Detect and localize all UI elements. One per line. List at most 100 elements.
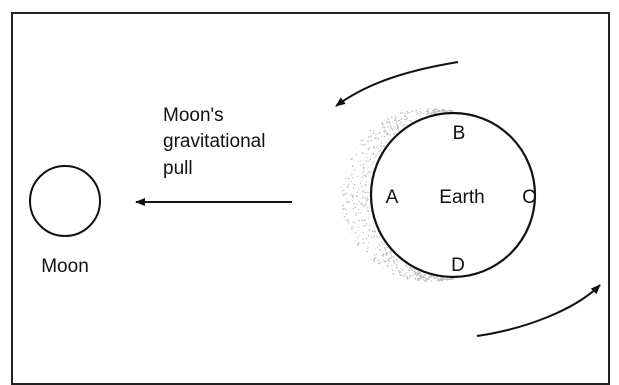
bulge-stipple-dot [391,117,393,119]
bulge-stipple-dot [374,137,376,140]
bulge-stipple-dot [340,191,342,193]
bulge-stipple-dot [401,125,403,126]
bulge-stipple-dot [450,110,453,112]
bulge-stipple-dot [404,113,406,115]
bulge-stipple-dot [380,241,383,243]
bulge-stipple-dot [406,266,408,268]
bulge-stipple-dot [393,119,396,121]
bulge-stipple-dot [380,142,383,144]
bulge-stipple-dot [374,148,376,149]
bulge-stipple-dot [447,278,450,281]
bulge-stipple-dot [445,278,448,280]
bulge-stipple-dot [402,125,405,127]
bulge-stipple-dot [408,120,410,122]
bulge-stipple-dot [407,271,410,273]
bulge-stipple-dot [402,268,404,271]
bulge-stipple-dot [449,278,451,280]
bulge-stipple-dot [423,276,426,279]
bulge-stipple-dot [364,197,366,199]
bulge-stipple-dot [397,269,400,272]
bulge-stipple-dot [342,212,344,213]
bulge-stipple-dot [425,280,428,283]
bulge-stipple-dot [406,277,409,280]
bulge-stipple-dot [404,119,406,121]
bulge-stipple-dot [374,157,376,159]
bulge-stipple-dot [356,147,357,149]
bulge-stipple-dot [395,270,397,272]
bulge-stipple-dot [400,121,403,124]
bulge-stipple-dot [381,123,384,126]
bulge-stipple-dot [386,247,389,249]
bulge-stipple-dot [343,208,345,210]
bulge-stipple-dot [373,257,375,260]
bulge-stipple-dot [411,110,413,112]
bulge-stipple-dot [361,152,363,154]
bulge-stipple-dot [358,235,360,237]
bulge-stipple-dot [384,130,386,133]
moon-circle [29,165,101,237]
bulge-stipple-dot [382,255,384,257]
bulge-stipple-dot [357,209,359,211]
bulge-stipple-dot [381,254,383,255]
bulge-stipple-dot [424,274,426,276]
bulge-stipple-dot [373,234,375,236]
bulge-stipple-dot [427,110,430,113]
bulge-stipple-dot [409,119,411,121]
bulge-stipple-dot [361,171,364,173]
bulge-stipple-dot [368,131,370,133]
bulge-stipple-dot [428,275,431,277]
bulge-stipple-dot [377,259,380,262]
bulge-stipple-dot [385,252,387,255]
bulge-stipple-dot [446,279,448,281]
bulge-stipple-dot [386,246,388,248]
bulge-stipple-dot [351,158,354,160]
bulge-stipple-dot [393,261,395,263]
bulge-stipple-dot [352,199,354,201]
bulge-stipple-dot [362,206,364,208]
bulge-stipple-dot [402,267,404,269]
bulge-stipple-dot [363,219,365,221]
bulge-stipple-dot [352,187,354,189]
tidal-bulge-shading [340,108,454,283]
bulge-stipple-dot [363,145,365,147]
bulge-stipple-dot [405,264,407,267]
bulge-stipple-dot [361,196,364,198]
bulge-stipple-dot [362,231,365,233]
earth-label: Earth [439,187,484,208]
point-d-label: D [451,255,465,276]
bulge-stipple-dot [435,108,438,111]
bulge-stipple-dot [358,160,360,162]
bulge-stipple-dot [441,108,443,111]
bulge-stipple-dot [452,278,454,280]
bulge-stipple-dot [406,276,408,278]
bulge-stipple-dot [400,118,403,120]
bulge-stipple-dot [401,112,403,114]
bulge-stipple-dot [348,200,350,203]
bulge-stipple-dot [376,235,378,238]
bulge-stipple-dot [403,111,405,113]
bulge-stipple-dot [368,228,371,231]
bulge-stipple-dot [374,230,377,233]
bulge-stipple-dot [403,273,406,275]
bulge-stipple-dot [361,191,363,193]
bulge-stipple-dot [348,202,350,204]
bulge-stipple-dot [357,197,359,199]
bulge-stipple-dot [342,205,344,207]
bulge-stipple-dot [428,278,430,280]
bulge-stipple-dot [416,112,419,114]
bulge-stipple-dot [385,264,388,267]
bulge-stipple-dot [378,138,380,140]
bulge-stipple-dot [363,224,366,227]
bulge-stipple-dot [379,132,381,134]
bulge-stipple-dot [383,243,385,245]
bulge-stipple-dot [415,271,417,273]
bulge-stipple-dot [388,121,390,124]
bulge-stipple-dot [367,167,369,169]
bulge-stipple-dot [405,272,407,274]
bulge-stipple-dot [366,199,368,202]
bulge-stipple-dot [437,278,439,281]
bulge-stipple-dot [434,277,436,279]
bulge-stipple-dot [433,112,435,114]
bulge-stipple-dot [404,274,406,276]
bulge-stipple-dot [374,257,377,259]
